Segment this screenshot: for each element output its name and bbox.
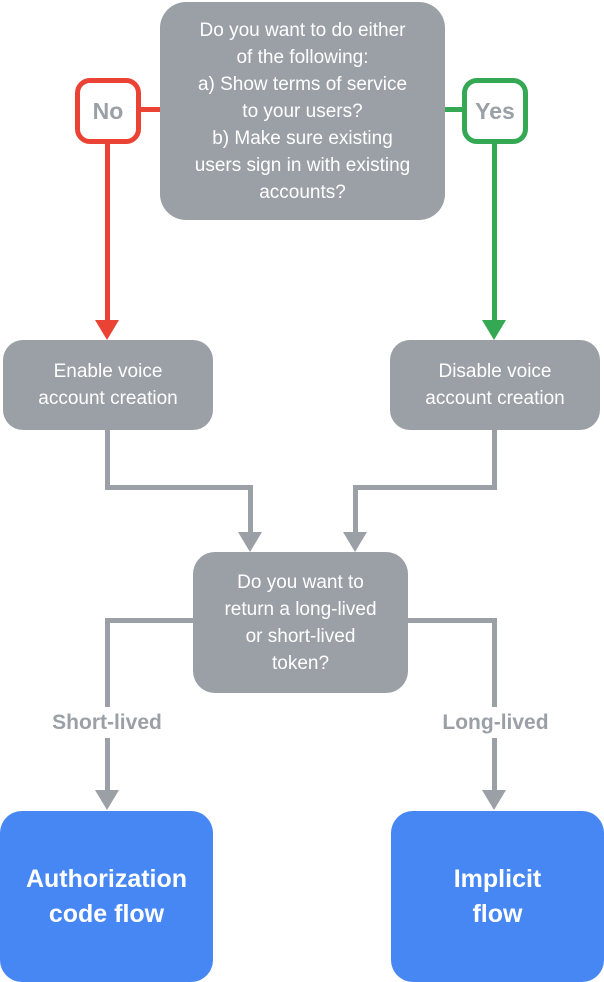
connector-line-long-horizontal <box>408 618 497 623</box>
connector-line-no-horizontal <box>141 107 160 112</box>
question-token-text: Do you want to return a long-lived or sh… <box>224 571 377 674</box>
connector-line-disable-down <box>492 430 497 488</box>
authorization-code-flow-node: Authorization code flow <box>0 811 213 982</box>
no-badge: No <box>75 78 141 144</box>
enable-voice-text: Enable voice account creation <box>38 361 178 409</box>
short-lived-arrow-icon <box>95 790 119 810</box>
disable-voice-text: Disable voice account creation <box>425 361 565 409</box>
connector-line-disable-across <box>353 485 497 490</box>
long-lived-label: Long-lived <box>411 707 580 738</box>
merge-arrow-left-icon <box>238 532 262 552</box>
no-arrow-icon <box>95 320 119 340</box>
long-lived-label-text: Long-lived <box>442 710 549 734</box>
authorization-code-flow-text: Authorization code flow <box>25 864 188 928</box>
connector-line-disable-into <box>353 485 358 532</box>
short-lived-label-text: Short-lived <box>52 710 162 734</box>
disable-voice-node: Disable voice account creation <box>390 340 600 430</box>
long-lived-arrow-icon <box>482 790 506 810</box>
yes-arrow-icon <box>482 320 506 340</box>
connector-line-enable-into <box>248 485 253 532</box>
short-lived-label: Short-lived <box>22 707 192 738</box>
connector-line-long-vertical <box>492 618 497 792</box>
yes-badge-label: Yes <box>475 97 515 124</box>
connector-line-enable-across <box>105 485 253 490</box>
merge-arrow-right-icon <box>343 532 367 552</box>
connector-line-short-horizontal <box>105 618 193 623</box>
question-terms-node: Do you want to do either of the followin… <box>160 2 445 220</box>
connector-line-no-vertical <box>105 144 110 322</box>
question-token-node: Do you want to return a long-lived or sh… <box>193 552 408 693</box>
connector-line-yes-horizontal <box>445 107 462 112</box>
yes-badge: Yes <box>462 78 528 144</box>
connector-line-enable-down <box>105 430 110 488</box>
connector-line-yes-vertical <box>492 144 497 322</box>
implicit-flow-text: Implicit flow <box>453 864 542 928</box>
connector-line-short-vertical <box>105 618 110 792</box>
enable-voice-node: Enable voice account creation <box>3 340 213 430</box>
no-badge-label: No <box>92 97 124 124</box>
question-terms-text: Do you want to do either of the followin… <box>194 19 411 203</box>
implicit-flow-node: Implicit flow <box>391 811 604 982</box>
